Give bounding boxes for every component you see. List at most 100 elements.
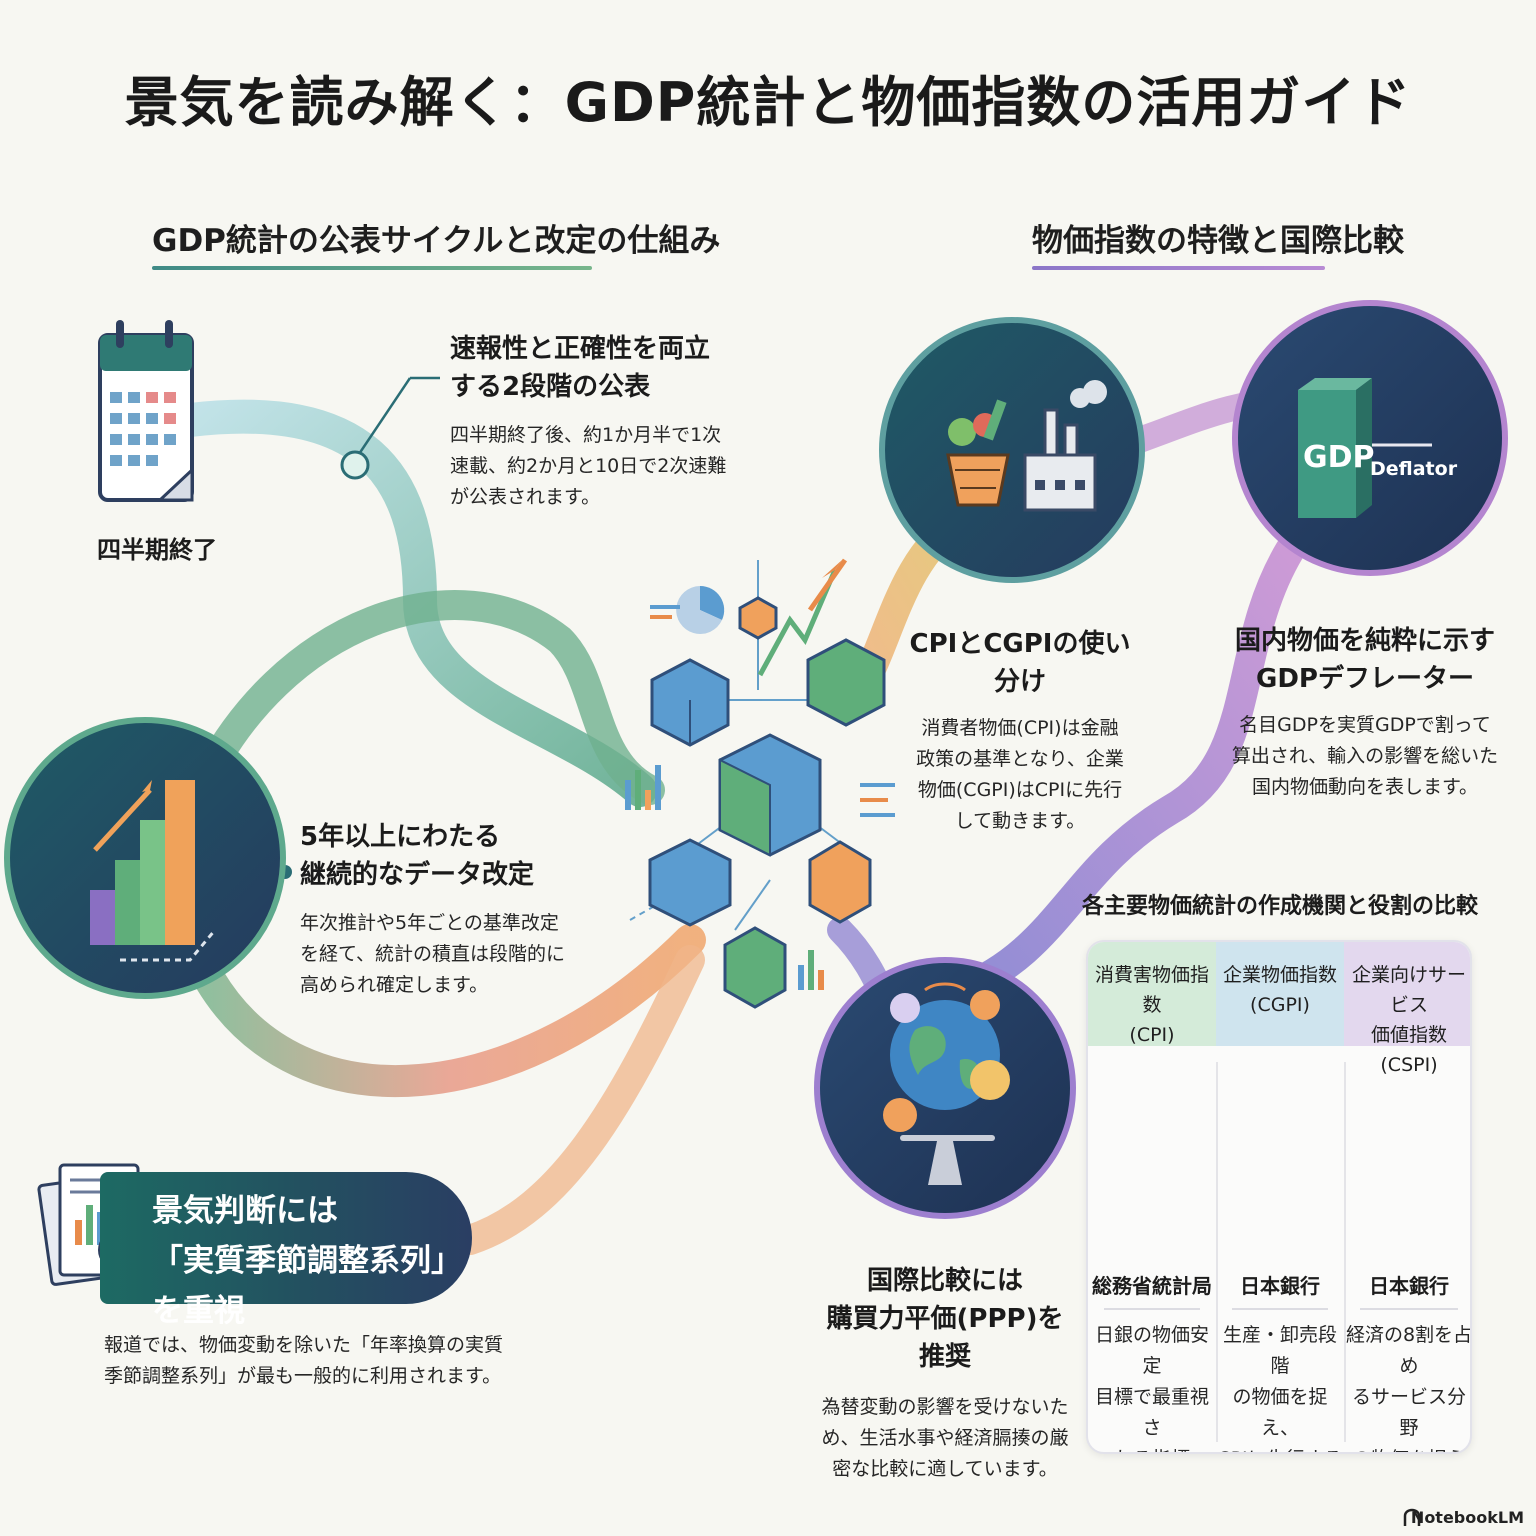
role-cpi-line2: 目標で最重視さ	[1094, 1386, 1209, 1439]
row-divider	[1232, 1308, 1328, 1310]
mini-bars	[625, 765, 824, 990]
cube-blue	[650, 658, 730, 747]
deflator-block: 国内物価を純粋に示す GDPデフレーター 名目GDPを実質GDPで割って 算出さ…	[1225, 622, 1505, 803]
column-header-cgpi-line1: 企業物価指数	[1222, 964, 1337, 986]
comparison-table: 消費害物価指数 (CPI) 企業物価指数 (CGPI) 企業向けサービス 価値指…	[1086, 940, 1472, 1454]
cube-green-bottom	[723, 926, 787, 1009]
pie-icon	[700, 585, 725, 620]
cpi-cgpi-heading: CPIとCGPIの使い分け	[909, 629, 1131, 697]
cube-orange-right	[808, 840, 872, 924]
agency-cspi: 日本銀行	[1369, 1274, 1449, 1298]
flow-path-banner	[455, 945, 705, 1255]
notebooklm-logo-icon	[1403, 1508, 1421, 1526]
cpi-cgpi-body-1: 消費者物価(CPI)は金融	[921, 717, 1119, 739]
column-header-cpi-line2: (CPI)	[1129, 1024, 1175, 1046]
cpi-cgpi-body-4: して動きます。	[954, 810, 1086, 832]
globe-scale-icon	[814, 957, 1076, 1219]
cube-green	[806, 638, 886, 727]
deflator-body-3: 国内物価動向を表します。	[1251, 776, 1479, 798]
cube-orange	[738, 596, 778, 640]
column-divider	[1344, 1062, 1346, 1442]
role-cspi-line3: の物価を捉える	[1344, 1444, 1470, 1452]
ppp-block: 国際比較には 購買力平価(PPP)を推奨 為替変動の影響を受けないた め、生活水…	[815, 1262, 1075, 1485]
cpi-cgpi-body-2: 政策の基準となり、企業	[916, 748, 1124, 770]
release-block: 速報性と正確性を両立 する2段階の公表 四半期終了後、約1か月半で1次 速載、約…	[450, 330, 780, 513]
banner-body: 報道では、物価変動を除いた「年率換算の実質 季節調整系列」が最も一般的に利用され…	[104, 1330, 524, 1392]
revision-body-3: 高められ確定します。	[300, 974, 489, 996]
role-cgpi-line3: CPIに先行する	[1216, 1444, 1344, 1452]
revision-body-2: を経て、統計の積直は段階的に	[300, 943, 566, 965]
banner-line-1: 景気判断には	[152, 1193, 338, 1229]
basket-factory-icon	[879, 317, 1145, 583]
ppp-body-2: め、生活水事や経済膈揍の厳	[821, 1427, 1069, 1449]
release-heading-1: 速報性と正確性を両立	[450, 334, 711, 364]
column-header-cpi-line1: 消費害物価指数	[1094, 964, 1209, 1016]
column-header-cpi: 消費害物価指数 (CPI)	[1088, 942, 1216, 1046]
footer-brand: NotebookLM	[1410, 1508, 1524, 1527]
ppp-body-3: 密な比較に適しています。	[832, 1458, 1058, 1480]
connector-node	[340, 450, 370, 480]
data-network-icon	[625, 558, 895, 1009]
cube-center	[718, 733, 822, 857]
column-header-cspi: 企業向けサービス 価値指数(CSPI)	[1344, 942, 1470, 1076]
deflator-heading-1: 国内物価を純粋に示す	[1234, 626, 1495, 656]
cpi-cgpi-body-3: 物価(CGPI)はCPIに先行	[917, 779, 1123, 801]
growth-chart-icon	[4, 717, 286, 999]
trend-arrow	[757, 569, 838, 677]
role-cspi-line1: 経済の8割を占め	[1345, 1324, 1472, 1377]
gdp-icon-text: GDP	[1303, 440, 1375, 475]
calendar-label: 四半期終了	[97, 536, 217, 564]
gdp-deflator-icon	[1232, 300, 1508, 576]
agency-cpi: 総務省統計局	[1092, 1274, 1212, 1298]
row-divider	[1360, 1308, 1458, 1310]
deflator-heading-2: GDPデフレーター	[1256, 664, 1474, 694]
role-cspi: 経済の8割を占め るサービス分野 の物価を捉える	[1344, 1320, 1472, 1452]
deflator-body-1: 名目GDPを実質GDPで割って	[1239, 714, 1491, 736]
section-underline-price	[1032, 266, 1325, 270]
cpi-cgpi-block: CPIとCGPIの使い分け 消費者物価(CPI)は金融 政策の基準となり、企業 …	[900, 625, 1140, 837]
cube-blue-left	[648, 838, 732, 927]
ppp-heading-1: 国際比較には	[866, 1266, 1023, 1296]
mini-lines	[650, 605, 895, 817]
flow-path-purple	[945, 535, 1305, 1005]
section-title-price: 物価指数の特徴と国際比較	[1032, 223, 1404, 259]
role-cpi-line1: 日銀の物価安定	[1094, 1324, 1209, 1377]
column-header-cgpi: 企業物価指数 (CGPI)	[1216, 942, 1344, 1046]
column-header-cgpi-line2: (CGPI)	[1250, 994, 1310, 1016]
section-title-gdp: GDP統計の公表サイクルと改定の仕組み	[152, 223, 721, 259]
deflator-icon-text: Deflator	[1370, 458, 1458, 480]
role-cspi-line2: るサービス分野	[1351, 1386, 1466, 1439]
revision-heading-1: 5年以上にわたる	[300, 822, 501, 852]
section-underline-gdp	[152, 266, 592, 270]
release-body-1: 四半期終了後、約1か月半で1次	[450, 424, 722, 446]
release-heading-2: する2段階の公表	[450, 372, 651, 402]
banner-body-2: 季節調整系列」が最も一般的に利用されます。	[104, 1365, 502, 1387]
role-cpi: 日銀の物価安定 目標で最重視さ れる指標	[1088, 1320, 1216, 1452]
column-divider	[1216, 1062, 1218, 1442]
connector-line	[353, 377, 412, 461]
column-header-cspi-line2: 価値指数(CSPI)	[1370, 1024, 1447, 1076]
deflator-body-2: 算出され、輸入の影響を総いた	[1231, 745, 1499, 767]
role-cgpi: 生産・卸売段階 の物価を捉え、 CPIに先行する	[1216, 1320, 1344, 1452]
release-body-3: が公表されます。	[450, 486, 601, 508]
banner-body-1: 報道では、物価変動を除いた「年率換算の実質	[104, 1334, 504, 1356]
role-cgpi-line1: 生産・卸売段階	[1222, 1324, 1337, 1377]
agency-cgpi: 日本銀行	[1240, 1274, 1320, 1298]
calendar-icon	[98, 320, 194, 502]
role-cpi-line3: れる指標	[1088, 1444, 1216, 1452]
ppp-heading-2: 購買力平価(PPP)を推奨	[826, 1304, 1064, 1372]
flow-path-main	[185, 590, 665, 805]
page-title: 景気を読み解く：GDP統計と物価指数の活用ガイド	[124, 71, 1412, 134]
revision-heading-2: 継続的なデータ改定	[300, 860, 535, 890]
role-cgpi-line2: の物価を捉え、	[1232, 1386, 1328, 1439]
table-title: 各主要物価統計の作成機関と役割の比較	[1081, 894, 1478, 919]
column-header-cspi-line1: 企業向けサービス	[1351, 964, 1466, 1016]
revision-body-1: 年次推計や5年ごとの基準改定	[300, 912, 559, 934]
release-body-2: 速載、約2か月と10日で2次速難	[450, 455, 727, 477]
row-divider	[1104, 1308, 1200, 1310]
key-banner: 景気判断には 「実質季節調整系列」を重視	[100, 1172, 472, 1329]
revision-block: 5年以上にわたる 継続的なデータ改定 年次推計や5年ごとの基準改定 を経て、統計…	[300, 818, 600, 1001]
flow-path-warm	[194, 924, 706, 1098]
ppp-body-1: 為替変動の影響を受けないた	[821, 1396, 1069, 1418]
banner-line-2: 「実質季節調整系列」を重視	[152, 1243, 462, 1329]
